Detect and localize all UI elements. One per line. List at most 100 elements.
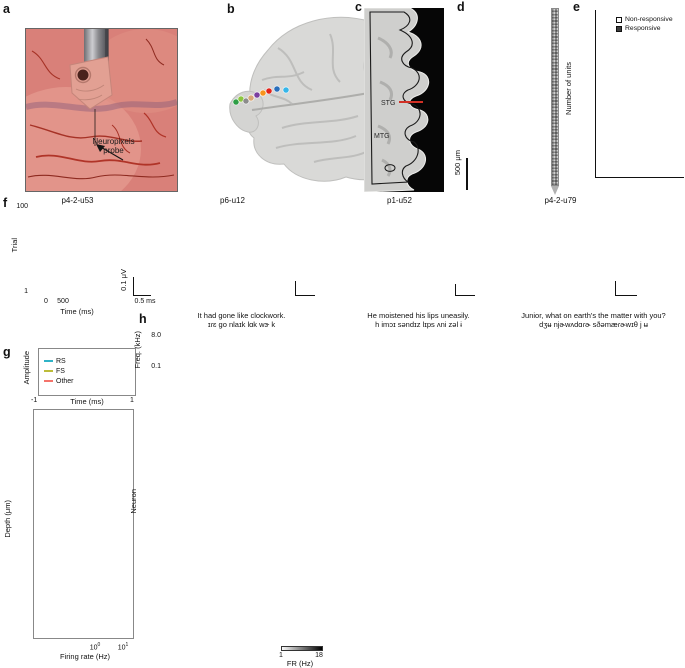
scale-corner-4: [615, 281, 637, 296]
panel-e-label: e: [573, 0, 580, 14]
depth-scatter-frame: [33, 409, 134, 639]
waveform-plot-1: [132, 236, 180, 272]
colorbar-label: FR (Hz): [286, 659, 314, 668]
panel-h-label: h: [139, 312, 147, 326]
f-ytick-100: 100: [16, 203, 28, 210]
sentence-text-2: He moistened his lips uneasily.: [367, 311, 470, 320]
histology-slice: STG MTG: [363, 7, 444, 193]
raster-plot-1: [30, 206, 125, 296]
g-top-frame: [38, 348, 136, 396]
rs-swatch: [44, 359, 53, 363]
colorbar: [281, 646, 323, 651]
scale-corner-2: [295, 281, 315, 296]
g-xtick-1: 100: [89, 642, 101, 652]
panel-b-label: b: [227, 2, 235, 16]
g-xtick-10: 101: [117, 642, 129, 652]
unit-title-4: p4-2-u79: [544, 196, 577, 205]
phonetic-text-3: dʒʉ njɚwʌdɑɾɚ sðəmæɾɚwɪθ j ʉ: [539, 320, 648, 329]
panel-c-label: c: [355, 0, 362, 14]
probe-site-dot-p1: [265, 87, 273, 95]
stg-label: STG: [381, 100, 396, 107]
responsive-label: Responsive: [625, 25, 661, 33]
scale-bar-line: [466, 158, 468, 190]
mtg-label: MTG: [374, 133, 390, 140]
spectrogram-1: [163, 334, 320, 371]
g-depth-label: Depth (μm): [3, 500, 12, 538]
probe-schematic: [551, 8, 559, 186]
phonetic-text-2: h imɔɪ səndɪz lɪps ʌni zəl ɨ: [375, 320, 462, 329]
waveform-plot-4: [612, 228, 667, 270]
sentence-text-3: Junior, what on earth's the matter with …: [521, 311, 666, 320]
unit-title-1: p4-2-u53: [61, 196, 94, 205]
panel-f-label: f: [3, 196, 8, 210]
neuron-raster-2: [340, 376, 497, 638]
neuropixels-probe-annotation: Neuropixels probe: [92, 137, 135, 155]
f-y-axis-label: Trial: [10, 238, 19, 253]
surgical-photo-art: [0, 29, 201, 211]
rs-label: RS: [56, 357, 66, 365]
e-legend: Non-responsive Responsive: [616, 15, 673, 34]
f-xtick-0: 0: [44, 298, 48, 305]
e-x-axis: [595, 177, 684, 178]
recording-site-marker: [399, 101, 423, 103]
sentence-text-1: It had gone like clockwork.: [197, 311, 286, 320]
g-legend: RS FS Other: [44, 356, 74, 386]
panel-a-label: a: [3, 2, 10, 16]
fs-swatch: [44, 369, 53, 373]
g-time-label: Time (ms): [70, 397, 104, 406]
f-time-scale-label: 0.5 ms: [134, 298, 156, 305]
raster-plot-4: [513, 206, 608, 296]
f-ytick-1: 1: [24, 288, 28, 295]
nonresponsive-label: Non-responsive: [625, 16, 673, 24]
waveform-plot-2: [292, 226, 344, 272]
h-neuron-axis-label: Neuron: [129, 489, 138, 514]
panel-g-label: g: [3, 345, 11, 359]
fs-label: FS: [56, 367, 65, 375]
g-xtick-min: -1: [31, 397, 38, 404]
unit-title-3: p1-u52: [387, 196, 412, 205]
h-freq-bottom: 0.1: [151, 363, 161, 370]
f-x-axis-label: Time (ms): [60, 307, 94, 316]
nissl-column: [472, 8, 540, 192]
surgical-photo: Neuropixels probe: [0, 28, 201, 211]
h-freq-axis-label: Freq. (kHz): [133, 331, 142, 369]
probe-site-dot-p7: [242, 97, 250, 105]
g-xtick-max: 1: [130, 397, 134, 404]
depth-scatter-plot: [34, 410, 133, 638]
spectrogram-2: [340, 334, 497, 371]
f-xtick-500: 500: [57, 298, 69, 305]
probe-site-dot-p4-1: [253, 91, 261, 99]
histology-art: [363, 7, 430, 193]
colorbar-min: 1: [279, 652, 283, 659]
scale-corner-3: [455, 284, 475, 296]
colorbar-max: 18: [315, 652, 323, 659]
probe-site-dot-p6: [273, 85, 281, 93]
probe-site-dot-p4-2: [259, 89, 267, 97]
g-firing-rate-label: Firing rate (Hz): [59, 652, 110, 661]
nonresponsive-swatch: [616, 16, 622, 23]
probe-site-dot-p8: [247, 94, 255, 102]
other-label: Other: [56, 377, 74, 385]
waveform-class-plot: [39, 349, 135, 394]
h-freq-top: 8.0: [151, 332, 161, 339]
e-y-axis-label: Number of units: [564, 62, 573, 115]
panel-d-label: d: [457, 0, 465, 14]
e-y-axis: [595, 10, 596, 178]
raster-plot-3: [352, 206, 447, 296]
f-amp-scale-label: 0.1 μV: [119, 269, 128, 291]
probe-site-dot-p2: [232, 98, 240, 106]
responsive-swatch: [616, 25, 622, 32]
unit-title-2: p6-u12: [220, 196, 245, 205]
g-amplitude-label: Amplitude: [22, 351, 31, 385]
neuron-raster-1: [163, 376, 320, 638]
raster-plot-2: [185, 206, 280, 296]
neuron-raster-3: [515, 376, 672, 638]
probe-schematic-tip: [551, 186, 559, 195]
other-swatch: [44, 379, 53, 383]
scale-bar-label: 500 μm: [453, 150, 462, 176]
spectrogram-3: [515, 334, 672, 371]
waveform-plot-3: [452, 224, 502, 298]
phonetic-text-1: ɪɾɛ ɡo nlaɪk lɑk wɝ k: [207, 320, 276, 329]
scale-corner-1: [133, 277, 151, 296]
